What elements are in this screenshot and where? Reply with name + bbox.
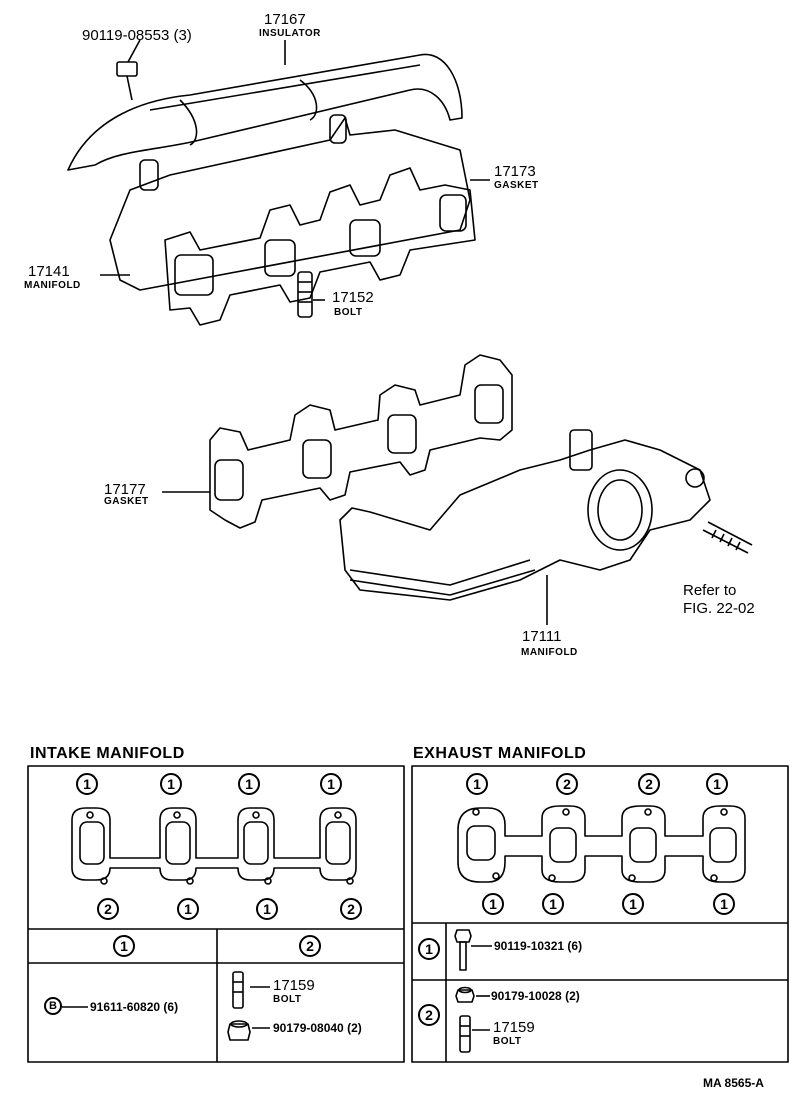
intake-prefix-b: B [44,997,62,1015]
exhaust-bolt-icon-1 [454,929,472,971]
intake-bottom-mark-4: 2 [340,898,362,920]
exhaust-bottom-mark-4: 1 [713,893,735,915]
label-insulator-name: INSULATOR [259,28,321,39]
intake-col1-part: 91611-60820 (6) [90,1000,179,1014]
intake-gasket [71,807,357,885]
label-bolt-17152-name: BOLT [334,307,363,318]
intake-top-mark-1: 1 [76,773,98,795]
exhaust-gasket [457,805,746,883]
gasket-17177 [209,354,513,529]
label-manifold-17141-no: 17141 [28,263,70,280]
label-manifold-17111-name: MANIFOLD [521,647,578,658]
intake-top-mark-2: 1 [160,773,182,795]
exhaust-bottom-mark-1: 1 [482,893,504,915]
exhaust-top-mark-2: 2 [556,773,578,795]
exhaust-top-mark-4: 1 [706,773,728,795]
manifold-17141 [109,114,471,291]
gasket-17173 [164,167,476,326]
exhaust-top-mark-3: 2 [638,773,660,795]
exhaust-top-mark-1: 1 [466,773,488,795]
intake-nut-part: 90179-08040 (2) [273,1021,362,1035]
intake-bottom-mark-2: 1 [177,898,199,920]
bolt-17152 [297,271,313,318]
intake-bolt-no: 17159 [273,977,315,994]
exhaust-row2-bolt-name: BOLT [493,1036,522,1047]
exhaust-nut-icon [455,986,475,1003]
exhaust-title: EXHAUST MANIFOLD [413,745,587,762]
intake-top-mark-4: 1 [320,773,342,795]
label-bolt-90119: 90119-08553 (3) [82,27,192,44]
intake-box [27,765,405,1063]
intake-header-col2: 2 [299,935,321,957]
label-gasket-17173-no: 17173 [494,163,536,180]
label-gasket-17177-name: GASKET [104,496,149,507]
label-refer-line2: FIG. 22-02 [683,600,755,617]
label-insulator-no: 17167 [264,11,306,28]
intake-bottom-mark-3: 1 [256,898,278,920]
exhaust-bottom-mark-3: 1 [622,893,644,915]
exhaust-bolt-icon-2 [459,1015,471,1053]
bolt-90119-08553 [116,39,141,101]
label-bolt-17152-no: 17152 [332,289,374,306]
label-manifold-17141-name: MANIFOLD [24,280,81,291]
exhaust-row2-mark: 2 [418,1004,440,1026]
stud-refer [702,521,753,554]
label-manifold-17111-no: 17111 [522,628,562,645]
intake-bolt-name: BOLT [273,994,302,1005]
insulator-17167 [67,53,463,171]
manifold-17111 [339,429,711,601]
intake-header-col1: 1 [113,935,135,957]
intake-nut-icon [227,1020,251,1041]
intake-bolt-icon [232,971,244,1009]
intake-title: INTAKE MANIFOLD [30,745,185,762]
exhaust-row2-nut: 90179-10028 (2) [491,989,580,1003]
intake-bottom-mark-1: 2 [97,898,119,920]
figure-code: MA 8565-A [703,1076,764,1090]
exhaust-row1-mark: 1 [418,938,440,960]
label-gasket-17173-name: GASKET [494,180,539,191]
exhaust-box [411,765,789,1063]
exhaust-bottom-mark-2: 1 [542,893,564,915]
exhaust-row1-part: 90119-10321 (6) [494,939,583,953]
exhaust-row2-bolt-no: 17159 [493,1019,535,1036]
label-refer-line1: Refer to [683,582,737,599]
label-gasket-17177-no: 17177 [104,481,146,498]
intake-top-mark-3: 1 [238,773,260,795]
